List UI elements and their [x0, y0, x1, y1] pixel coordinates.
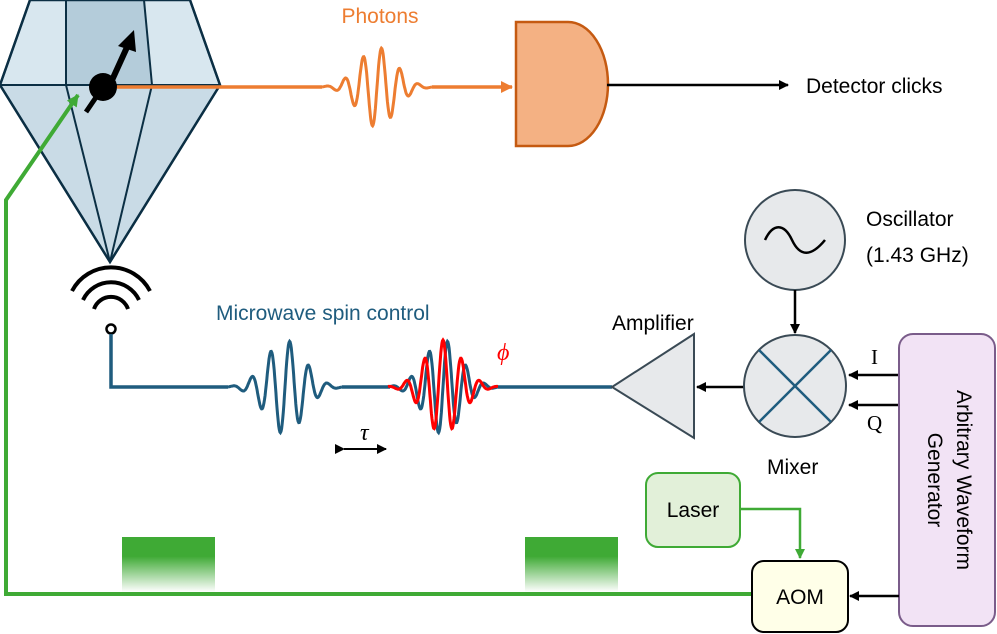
amplifier-label: Amplifier	[612, 312, 694, 335]
sine-wave-icon	[763, 226, 826, 254]
laser-pulse	[122, 537, 215, 592]
aom: AOM	[751, 560, 849, 633]
microwave-line: Microwave spin control ϕ τ	[109, 302, 612, 454]
microwave-label: Microwave spin control	[216, 302, 430, 325]
laser-pulses	[122, 537, 618, 592]
oscillator: Oscillator (1.43 GHz)	[744, 189, 969, 334]
q-label: Q	[867, 411, 882, 435]
mixer-label: Mixer	[767, 456, 818, 479]
iq-inputs: I Q	[848, 345, 899, 435]
oscillator-frequency: (1.43 GHz)	[866, 244, 969, 267]
awg-label-line2: Generator	[923, 433, 946, 528]
arbitrary-waveform-generator: Arbitrary Waveform Generator	[898, 333, 996, 627]
antenna-signal-icon	[70, 265, 152, 335]
photons-label: Photons	[341, 5, 418, 28]
photon-path: Photons	[117, 5, 513, 129]
detector: Detector clicks	[514, 20, 943, 148]
oscillator-label: Oscillator	[866, 208, 954, 231]
delay-label: τ	[360, 420, 370, 446]
laser: Laser	[645, 472, 805, 559]
laser-pulse	[525, 537, 618, 592]
spin-arrow-icon	[83, 30, 136, 114]
detector-clicks-label: Detector clicks	[806, 75, 943, 98]
aom-label: AOM	[776, 586, 824, 609]
awg-label-line1: Arbitrary Waveform	[952, 390, 975, 570]
phase-label: ϕ	[497, 340, 509, 366]
mixer: Mixer	[743, 334, 847, 479]
i-label: I	[871, 345, 878, 369]
amplifier: Amplifier	[610, 312, 695, 440]
diamond	[0, 0, 222, 265]
laser-path	[3, 93, 752, 596]
laser-label: Laser	[667, 499, 720, 522]
